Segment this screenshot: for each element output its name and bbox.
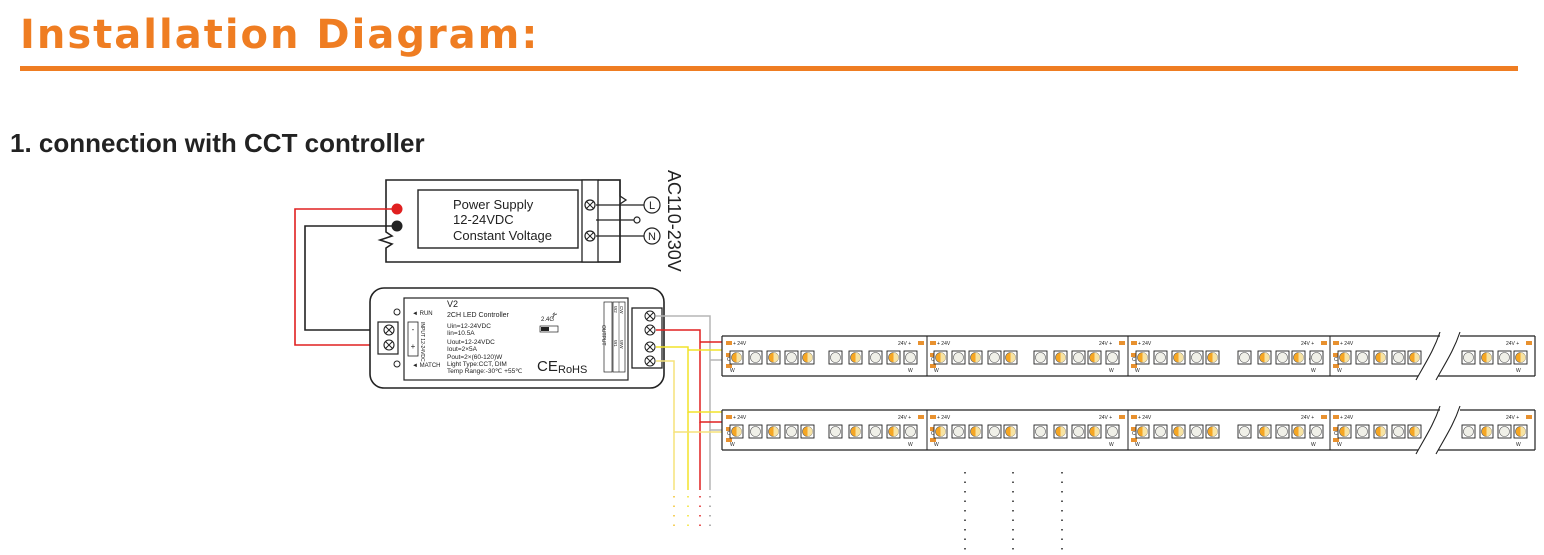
- power-supply-label-box: [417, 189, 579, 249]
- out-label-w1: W1: [613, 340, 618, 347]
- neutral-terminal: [643, 227, 661, 245]
- svg-text:W: W: [908, 368, 913, 374]
- page-heading: Installation Diagram:: [20, 12, 540, 58]
- spec-pout: Pout=2×(60-120)W: [447, 354, 503, 361]
- spec-iout: Iout=2×5A: [447, 346, 478, 353]
- controller-panel: [403, 297, 629, 381]
- yellow-wire-out: [656, 346, 722, 413]
- svg-text:W: W: [1109, 442, 1114, 448]
- svg-text:W: W: [908, 442, 913, 448]
- cream-wire-out: [656, 360, 722, 433]
- svg-text:+ 24V: + 24V: [1340, 341, 1354, 347]
- dc-red-wire: [294, 208, 397, 346]
- ce-mark: CE: [537, 358, 558, 375]
- spec-uout: Uout=12-24VDC: [447, 339, 495, 346]
- spec-iin: Iin=10.5A: [447, 330, 475, 337]
- svg-text:+ 24V: + 24V: [1138, 341, 1152, 347]
- svg-text:W: W: [1135, 442, 1140, 448]
- svg-text:W: W: [934, 368, 939, 374]
- frequency-label: 2.4G: [541, 317, 554, 323]
- svg-text:24V +: 24V +: [1506, 341, 1519, 347]
- out-label-ww: WW: [619, 340, 624, 349]
- wire-continuation-dots: [673, 496, 711, 528]
- svg-text:24V +: 24V +: [1099, 415, 1112, 421]
- power-supply-line-1: Power Supply: [453, 197, 534, 212]
- svg-text:W: W: [1516, 368, 1521, 374]
- svg-text:+ 24V: + 24V: [733, 415, 747, 421]
- svg-text:W: W: [1337, 442, 1342, 448]
- controller-name: 2CH LED Controller: [447, 312, 510, 319]
- power-supply: Power Supply 12-24VDC Constant Voltage: [377, 179, 628, 263]
- dc-wires: [294, 208, 397, 346]
- neutral-label: N: [648, 231, 656, 243]
- input-plus: +: [411, 342, 416, 351]
- section-title: 1. connection with CCT controller: [10, 128, 425, 158]
- match-label: ◄ MATCH: [412, 363, 441, 369]
- svg-text:W: W: [1109, 368, 1114, 374]
- svg-text:W: W: [730, 442, 735, 448]
- svg-text:C: C: [727, 357, 731, 363]
- svg-text:W: W: [1135, 368, 1140, 374]
- svg-text:24V +: 24V +: [898, 341, 911, 347]
- cct-controller: ◄ RUN ◄ MATCH - + INPUT 12-24VDC V2 2CH …: [369, 287, 665, 389]
- ac-input: L N AC110-230V: [596, 170, 684, 272]
- strip-continuation-dots: [964, 472, 1063, 552]
- svg-text:+ 24V: + 24V: [937, 341, 951, 347]
- svg-text:24V +: 24V +: [1301, 341, 1314, 347]
- svg-text:W: W: [934, 442, 939, 448]
- svg-text:W: W: [1311, 442, 1316, 448]
- live-terminal: [643, 196, 661, 214]
- input-label: INPUT 12-24VDC: [419, 322, 425, 362]
- svg-text:+ 24V: + 24V: [1340, 415, 1354, 421]
- spec-temp-range: Temp Range:-30℃ +55℃: [447, 368, 523, 375]
- power-supply-line-3: Constant Voltage: [453, 228, 552, 243]
- controller-model: V2: [447, 299, 458, 309]
- svg-text:C: C: [727, 431, 731, 437]
- svg-text:C: C: [931, 431, 935, 437]
- red-wire-out: [656, 329, 722, 423]
- svg-text:+ 24V: + 24V: [937, 415, 951, 421]
- out-label-cw: CW: [619, 306, 624, 314]
- out-label-w2: W2: [613, 306, 618, 313]
- rohs-mark: RoHS: [558, 364, 587, 376]
- wireless-icon: [552, 312, 558, 319]
- run-label: ◄ RUN: [412, 311, 433, 317]
- gray-wire: [656, 315, 722, 431]
- svg-text:W: W: [1516, 442, 1521, 448]
- svg-text:W: W: [1337, 368, 1342, 374]
- svg-text:C: C: [931, 357, 935, 363]
- power-supply-line-2: 12-24VDC: [453, 212, 514, 227]
- dc-black-wire: [304, 225, 397, 331]
- heading-underline: [20, 66, 1518, 71]
- input-minus: -: [412, 325, 415, 334]
- power-supply-terminal-block: [581, 179, 599, 263]
- svg-text:W: W: [730, 368, 735, 374]
- svg-text:24V +: 24V +: [898, 415, 911, 421]
- svg-text:W: W: [1311, 368, 1316, 374]
- svg-text:24V +: 24V +: [1301, 415, 1314, 421]
- output-wires: [656, 315, 722, 490]
- svg-text:C: C: [1334, 357, 1338, 363]
- svg-text:+ 24V: + 24V: [1138, 415, 1152, 421]
- svg-text:C: C: [1334, 431, 1338, 437]
- svg-text:24V +: 24V +: [1506, 415, 1519, 421]
- live-label: L: [649, 200, 655, 212]
- output-label: OUTPUT: [600, 325, 606, 346]
- svg-text:C: C: [1132, 431, 1136, 437]
- spec-light-type: Light Type:CCT, DIM: [447, 361, 507, 368]
- svg-text:24V +: 24V +: [1099, 341, 1112, 347]
- spec-uin: Uin=12-24VDC: [447, 323, 491, 330]
- svg-text:C: C: [1132, 357, 1136, 363]
- svg-text:+ 24V: + 24V: [733, 341, 747, 347]
- ac-voltage-label: AC110-230V: [664, 170, 684, 272]
